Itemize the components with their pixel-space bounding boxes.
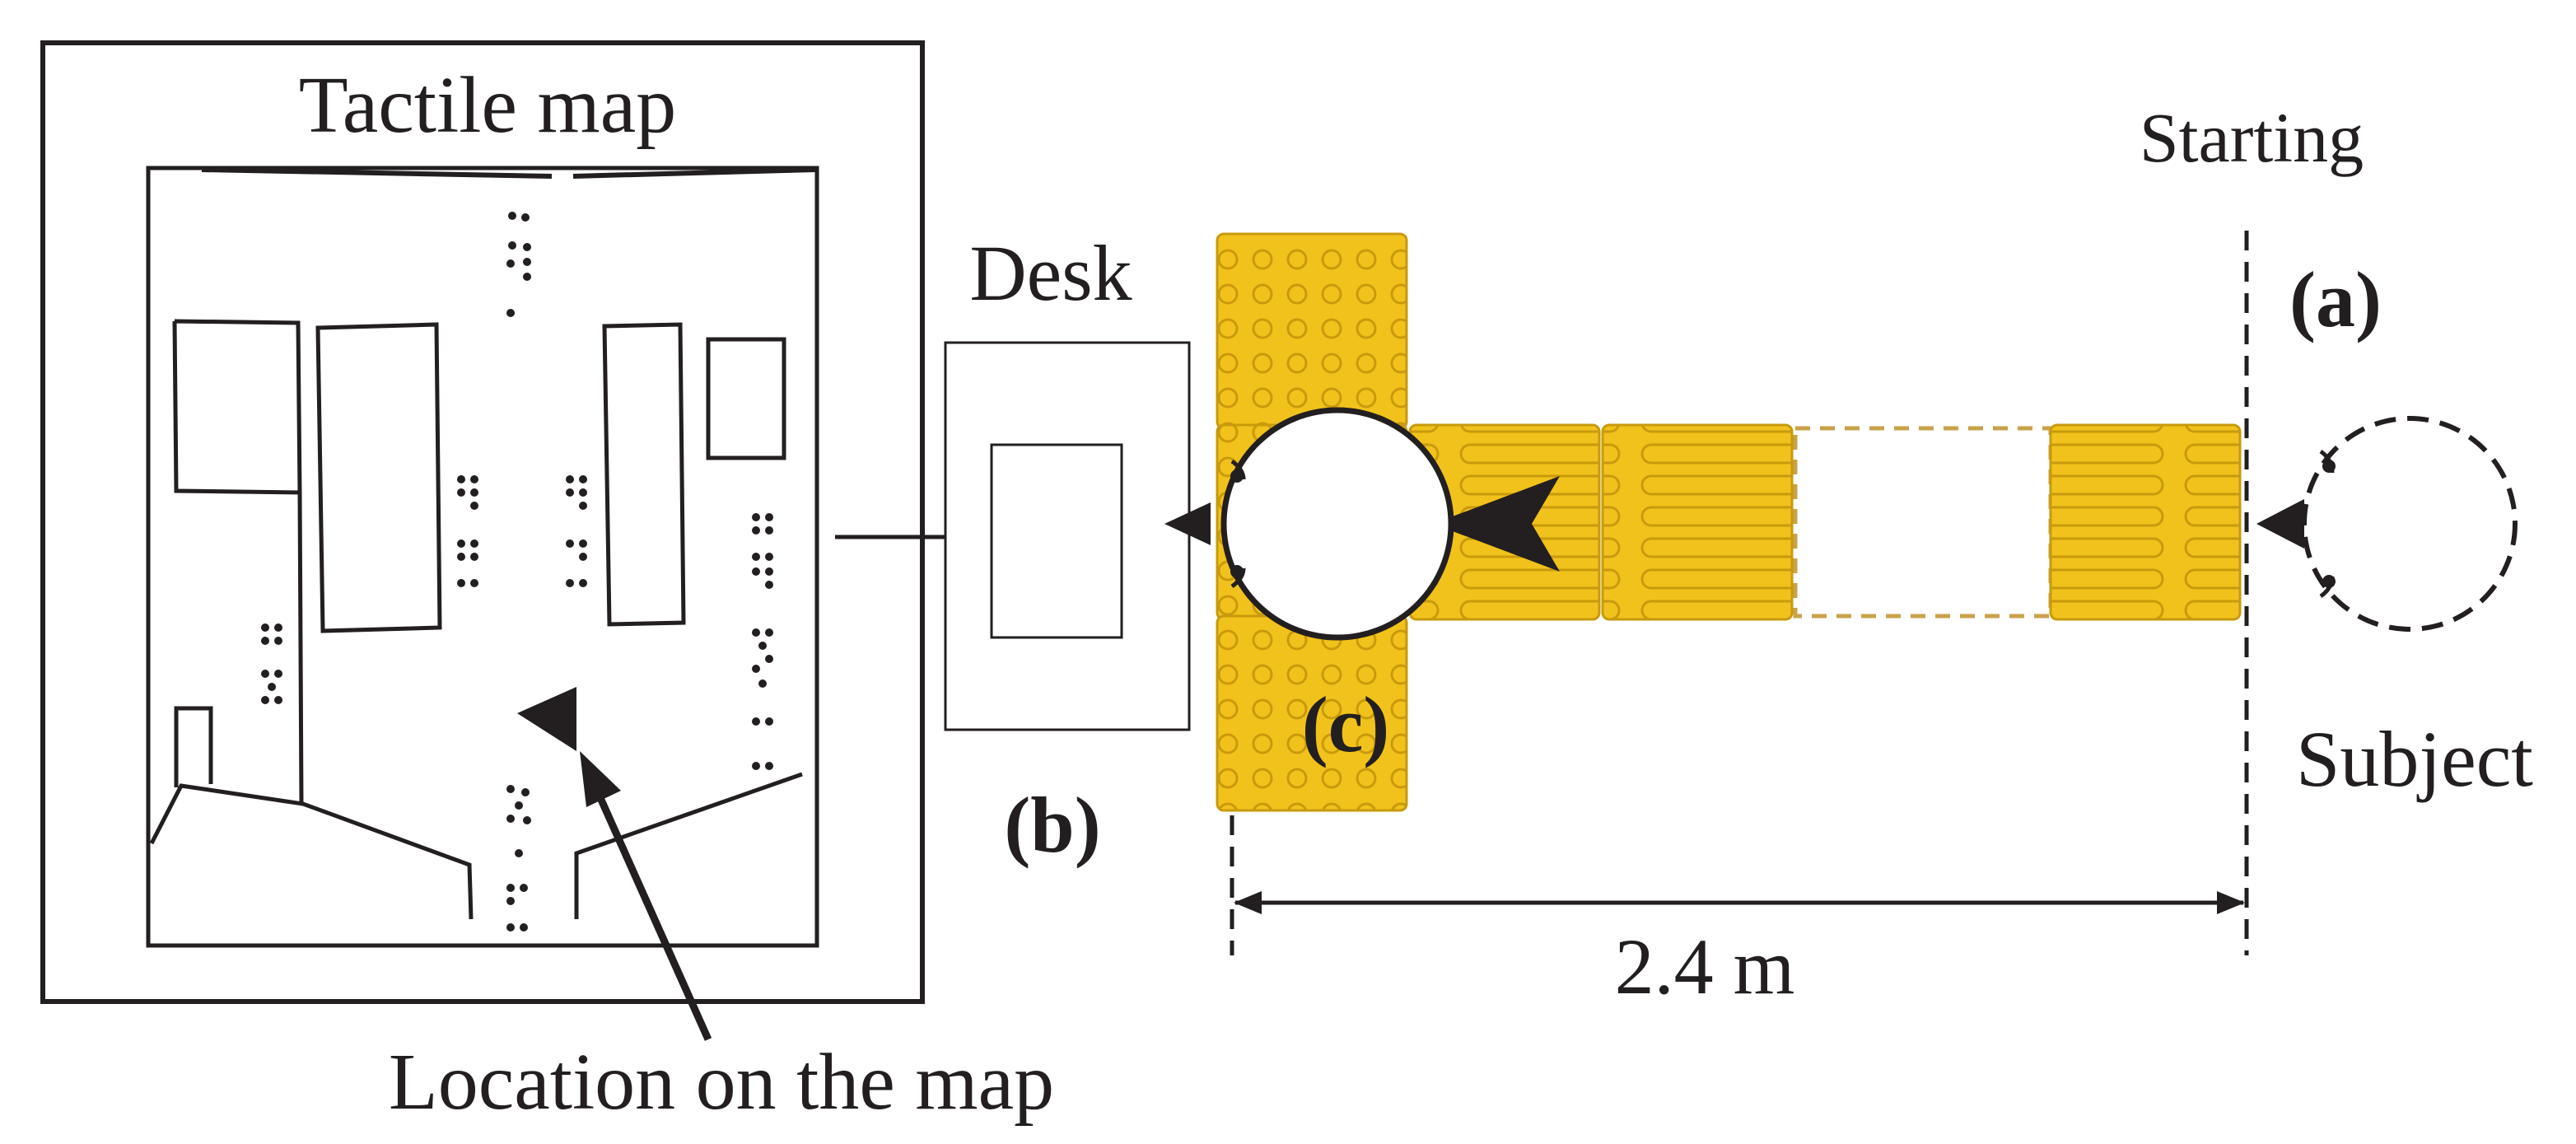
walking-path-arrow — [1433, 476, 2240, 572]
subject-at-desk-icon — [1220, 407, 1454, 641]
desk: Desk (b) — [944, 229, 1191, 869]
tactile-map-panel: Tactile map — [40, 40, 925, 1004]
map-wall-left — [149, 783, 474, 920]
map-on-desk — [990, 443, 1123, 639]
label-a: (a) — [2289, 255, 2382, 343]
distance-dimension: 2.4 m — [1230, 815, 2245, 1011]
label-c: (c) — [1302, 680, 1390, 768]
map-wall-right — [574, 772, 803, 919]
subject-at-start: Subject — [2256, 416, 2533, 803]
location-on-map-label: Location on the map — [389, 1038, 1054, 1127]
label-b: (b) — [1004, 781, 1100, 869]
braille-dots — [261, 212, 773, 932]
tactile-map-title: Tactile map — [299, 61, 676, 150]
tactile-map-frame — [40, 40, 925, 1004]
subject-at-desk: (c) — [1164, 407, 1454, 768]
map-table-left — [315, 322, 442, 633]
starting-label: Starting — [2140, 98, 2364, 177]
subject-label: Subject — [2296, 715, 2533, 803]
map-room-right — [706, 337, 786, 460]
map-small-room — [174, 706, 213, 787]
map-table-center — [602, 322, 686, 627]
distance-label: 2.4 m — [1615, 922, 1795, 1011]
location-pointer-arrow — [580, 751, 712, 1041]
location-marker-icon — [517, 687, 576, 751]
subject-start-icon — [2302, 416, 2518, 632]
map-inner-border — [146, 166, 819, 948]
desk-label: Desk — [969, 229, 1132, 317]
